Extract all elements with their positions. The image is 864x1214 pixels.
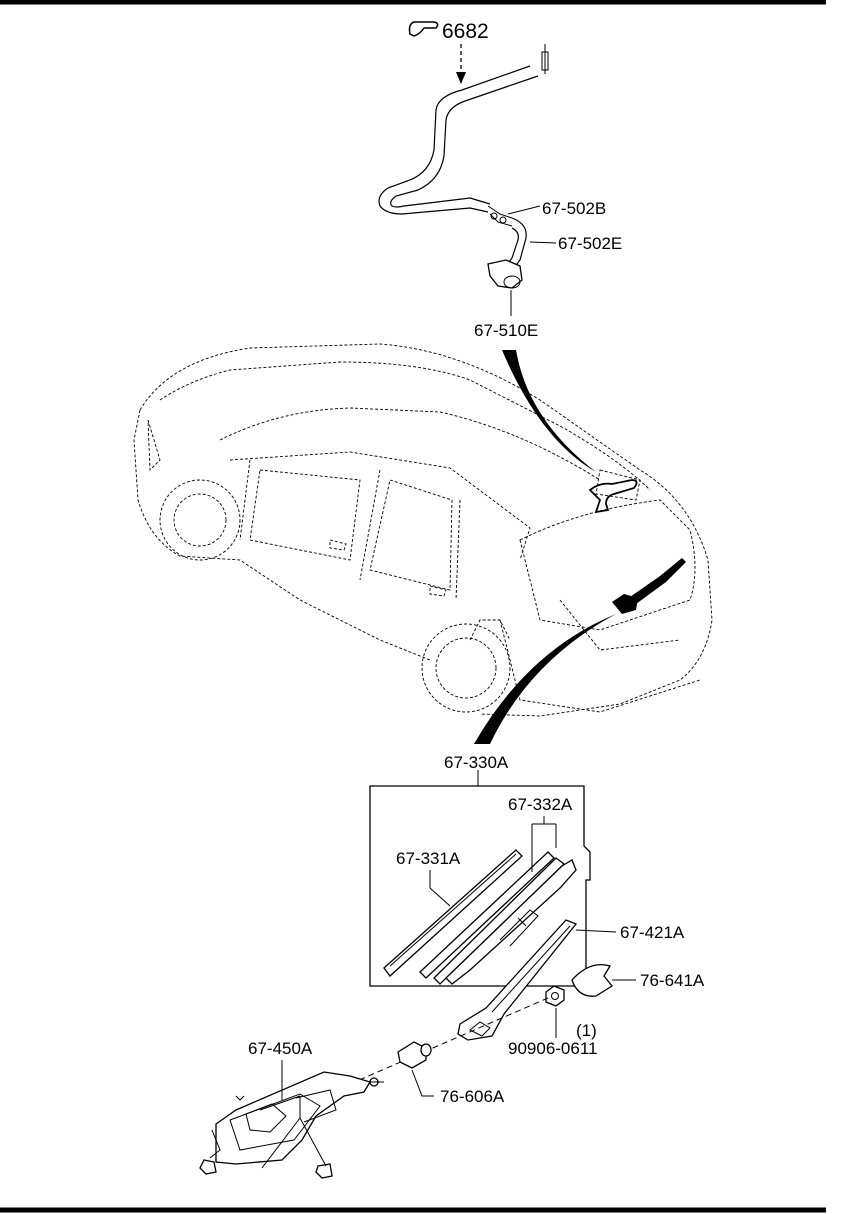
callout-76-606A[interactable]: 76-606A [440,1087,505,1106]
callout-67-450A[interactable]: 67-450A [248,1039,313,1058]
reference-number[interactable]: 6682 [442,20,489,43]
car-illustration [133,343,713,717]
callout-67-332A[interactable]: 67-332A [508,795,573,814]
pivot-cap [571,963,613,997]
callout-67-330A[interactable]: 67-330A [444,753,509,772]
grommet [397,1041,432,1069]
rear-wiper-pivot-on-car [612,594,638,614]
wiper-blade-parts [383,849,577,985]
leader-swoosh-nozzle [502,350,596,472]
callout-67-510E[interactable]: 67-510E [474,321,538,340]
callout-67-421A[interactable]: 67-421A [620,923,685,942]
callout-67-502B[interactable]: 67-502B [542,199,606,218]
callout-67-502E[interactable]: 67-502E [558,234,622,253]
rear-wiper-on-car [620,558,686,604]
reference-arrowhead [456,72,466,84]
wiper-motor [199,1071,384,1179]
nut [545,985,565,1007]
callout-67-331A[interactable]: 67-331A [396,849,461,868]
washer-hose [378,44,549,289]
callout-76-641A[interactable]: 76-641A [640,971,705,990]
callout-90906-0611[interactable]: 90906-0611 [508,1039,598,1058]
assembly-centerline [349,997,549,1085]
leader-swoosh-wiper [474,614,616,744]
callout-90906-0611-qty[interactable]: (1) [576,1021,597,1040]
reference-6682[interactable]: 6682 [408,20,489,43]
wiper-blade-kit-box [369,785,591,987]
hand-pointer-icon [408,21,439,37]
roof-nozzle-mark [588,479,638,514]
